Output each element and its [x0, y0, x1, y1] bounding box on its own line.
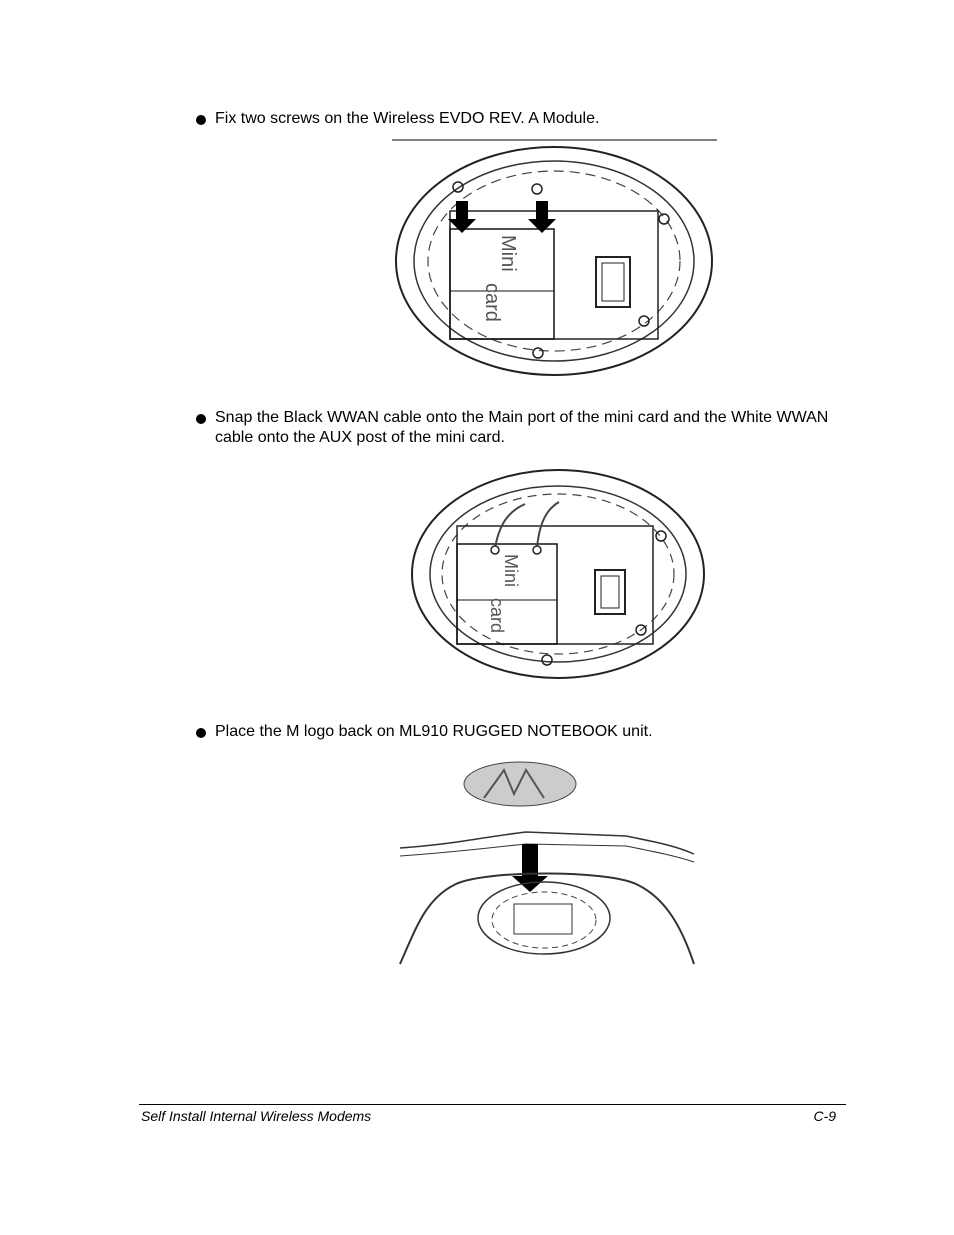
figure-fix-screws: Mini card [390, 139, 718, 377]
bullet-icon [196, 728, 206, 738]
footer-divider [139, 1104, 846, 1105]
mini-card-label-2: card [487, 598, 507, 633]
step-3-text: Place the M logo back on ML910 RUGGED NO… [215, 723, 653, 740]
step-1-text: Fix two screws on the Wireless EVDO REV.… [215, 110, 600, 127]
footer-title: Self Install Internal Wireless Modems [141, 1108, 372, 1124]
mini-card-label: Mini [497, 235, 519, 272]
figure-place-logo [396, 758, 698, 966]
step-2: Snap the Black WWAN cable onto the Main … [196, 408, 835, 448]
page-number: C-9 [813, 1108, 836, 1124]
bullet-icon [196, 115, 206, 125]
step-2-text: Snap the Black WWAN cable onto the Main … [215, 409, 829, 446]
step-1: Fix two screws on the Wireless EVDO REV.… [196, 109, 835, 129]
mini-card-label: Mini [501, 554, 521, 587]
mini-card-label-2: card [481, 283, 503, 322]
m-logo-icon [483, 767, 545, 799]
step-3: Place the M logo back on ML910 RUGGED NO… [196, 722, 835, 742]
bullet-icon [196, 414, 206, 424]
figure-attach-cables: Mini card [407, 466, 709, 680]
